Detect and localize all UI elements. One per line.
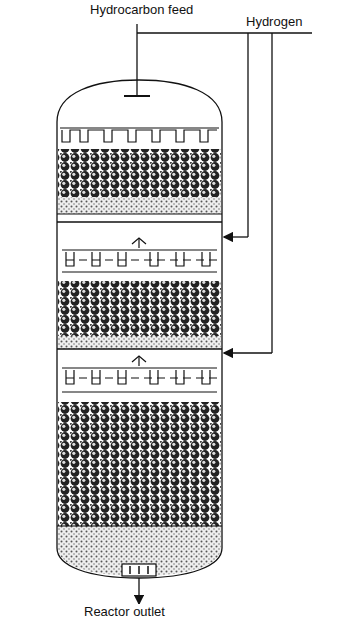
stream-label: Hydrocarbon feed	[88, 2, 195, 17]
stream-label: Reactor outlet	[82, 604, 167, 619]
stream-label: Hydrogen	[244, 14, 304, 29]
